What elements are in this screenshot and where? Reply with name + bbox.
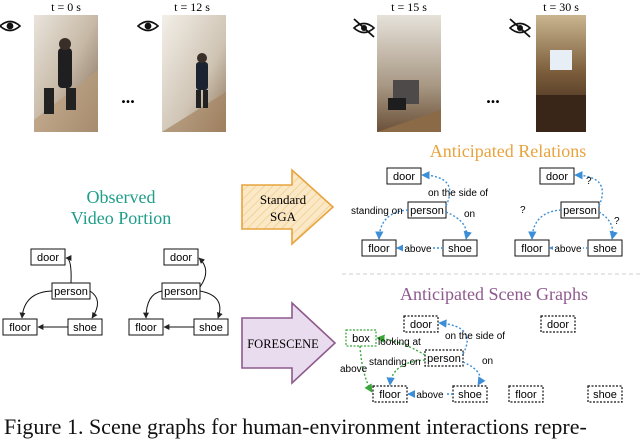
graph-node: shoe bbox=[448, 243, 472, 255]
eye-slash-icon bbox=[352, 18, 376, 38]
relation-label: above bbox=[554, 244, 582, 255]
forescene-arrow: FORESCENE bbox=[241, 301, 337, 385]
relation-label: on the side of bbox=[445, 331, 505, 342]
sga-label: SGA bbox=[270, 209, 297, 224]
anticipated-scene-graph: door box person floor shoe on the side o… bbox=[340, 315, 505, 403]
relation-label: ? bbox=[520, 205, 526, 216]
graph-node: floor bbox=[515, 389, 537, 401]
forescene-label: FORESCENE bbox=[247, 337, 319, 351]
relation-label: standing on bbox=[351, 206, 403, 217]
frame-time-label: t = 12 s bbox=[174, 0, 210, 14]
graph-node: door bbox=[393, 171, 415, 183]
observed-graph: door person floor shoe bbox=[2, 248, 103, 336]
graph-node: door bbox=[547, 319, 569, 331]
observed-title: Observed bbox=[87, 187, 156, 207]
observed-title: Video Portion bbox=[71, 208, 171, 228]
video-frame-thumbnail bbox=[377, 15, 441, 132]
eye-slash-icon bbox=[508, 18, 532, 38]
video-frames: t = 0 s t = 12 s t = 15 s t = 30 s bbox=[0, 0, 586, 132]
relation-label: on bbox=[482, 356, 493, 367]
graph-node: floor bbox=[9, 322, 31, 334]
graph-node: shoe bbox=[593, 243, 617, 255]
sga-label: Standard bbox=[260, 192, 307, 207]
relation-label: above bbox=[340, 364, 368, 375]
graph-node: door bbox=[170, 252, 192, 264]
video-frame-thumbnail bbox=[34, 15, 98, 132]
graph-node: door bbox=[37, 252, 59, 264]
graph-node: door bbox=[546, 171, 568, 183]
frame-ellipsis: ... bbox=[486, 87, 500, 107]
anticipated-relations-graph: door person floor shoe on the side of st… bbox=[351, 167, 488, 257]
video-frame-thumbnail bbox=[162, 15, 226, 132]
eye-icon bbox=[0, 20, 22, 32]
graph-node: shoe bbox=[458, 389, 482, 401]
figure-caption: Figure 1. Scene graphs for human-environ… bbox=[4, 414, 587, 439]
frame-time-label: t = 15 s bbox=[391, 0, 427, 14]
observed-graph: door person floor shoe bbox=[128, 248, 229, 336]
anticipated-scene-graphs-title: Anticipated Scene Graphs bbox=[400, 284, 588, 304]
graph-node: person bbox=[563, 205, 597, 217]
graph-node: floor bbox=[379, 389, 401, 401]
video-frame-thumbnail bbox=[536, 15, 586, 132]
graph-node: person bbox=[427, 353, 461, 365]
graph-node: floor bbox=[368, 243, 390, 255]
relation-label: standing on bbox=[369, 357, 421, 368]
graph-node: shoe bbox=[593, 389, 617, 401]
relation-label: ? bbox=[614, 216, 620, 227]
graph-node: person bbox=[54, 286, 88, 298]
graph-node: floor bbox=[521, 243, 543, 255]
graph-node: shoe bbox=[199, 322, 223, 334]
sga-arrow: Standard SGA bbox=[241, 168, 335, 246]
graph-node: person bbox=[410, 205, 444, 217]
relation-label: looking at bbox=[378, 337, 421, 348]
relation-label: on bbox=[464, 209, 475, 220]
frame-ellipsis: ... bbox=[121, 87, 135, 107]
graph-node: box bbox=[352, 333, 370, 345]
relation-label: above bbox=[404, 244, 432, 255]
graph-node: person bbox=[164, 286, 198, 298]
frame-time-label: t = 0 s bbox=[51, 0, 81, 14]
frame-time-label: t = 30 s bbox=[543, 0, 579, 14]
graph-node: shoe bbox=[73, 322, 97, 334]
anticipated-relations-graph-unknown: door person floor shoe ? ? ? above bbox=[514, 167, 623, 257]
relation-label: above bbox=[416, 390, 444, 401]
graph-node: door bbox=[410, 319, 432, 331]
eye-icon bbox=[136, 20, 160, 32]
relation-label: on the side of bbox=[428, 188, 488, 199]
anticipated-relations-title: Anticipated Relations bbox=[430, 141, 586, 161]
relation-label: ? bbox=[586, 176, 592, 187]
anticipated-scene-graph-sparse: door floor shoe bbox=[508, 315, 623, 403]
graph-node: floor bbox=[135, 322, 157, 334]
